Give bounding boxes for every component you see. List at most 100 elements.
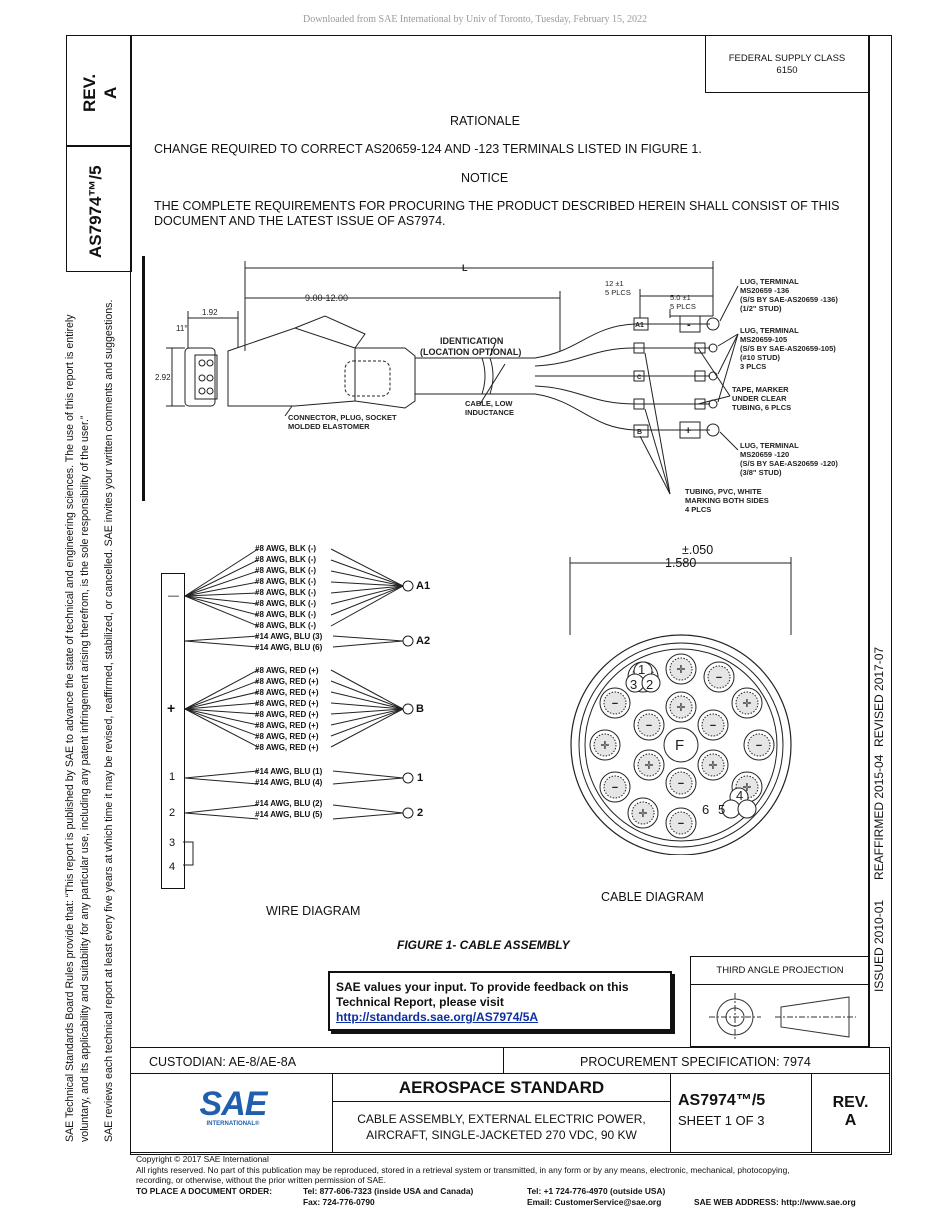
cable-small-5: 5 (718, 802, 725, 817)
wire-pin-minus: — (168, 590, 179, 602)
tag-A1: A1 (635, 322, 644, 329)
doc-number-cell: AS7974™/5 SHEET 1 OF 3 (670, 1073, 812, 1153)
cable-inner-conductor-core (637, 753, 661, 777)
cable-label-1: CABLE, LOW (465, 399, 513, 408)
dim-292: 2.92 (155, 373, 171, 382)
cable-inner-conductor-core (669, 771, 693, 795)
dim-50-plcs: 5 PLCS (670, 302, 696, 311)
footer-tel-usa: Tel: 877-606-7323 (inside USA and Canada… (303, 1186, 474, 1196)
cable-outer-conductor-polarity: ✛ (676, 664, 685, 676)
cable-inner-conductor-core (701, 753, 725, 777)
wire-label-a1-8: #8 AWG, BLK (-) (255, 621, 317, 630)
procurement-text: PROCUREMENT SPECIFICATION: 7974 (580, 1055, 811, 1069)
feedback-box: SAE values your input. To provide feedba… (328, 971, 672, 1031)
cable-outer-conductor-polarity: − (612, 698, 618, 710)
lug1-line-3: (S/S BY SAE-AS20659 -136) (740, 295, 838, 304)
footer-email[interactable]: Email: CustomerService@sae.org (527, 1197, 662, 1207)
cable-inner-conductor-polarity: ✛ (676, 702, 685, 714)
revision-bar (142, 256, 145, 501)
wire-label-a2-2: #14 AWG, BLU (6) (255, 643, 323, 652)
side-rev-value: A (101, 86, 120, 99)
feedback-line-1: SAE values your input. To provide feedba… (336, 980, 629, 994)
procurement-cell: PROCUREMENT SPECIFICATION: 7974 (503, 1047, 890, 1074)
cable-outer-conductor-polarity: − (678, 818, 684, 830)
footer-order-label: TO PLACE A DOCUMENT ORDER: (136, 1186, 273, 1196)
subtitle-1: CABLE ASSEMBLY, EXTERNAL ELECTRIC POWER, (357, 1112, 646, 1126)
board-rules-note-2: voluntary, and its applicability and sui… (79, 415, 91, 1142)
cable-outer-conductor-polarity: − (716, 672, 722, 684)
tag-C: C (637, 375, 642, 381)
cable-small-6: 6 (702, 802, 709, 817)
side-doc-number: AS7974™/5 (86, 165, 105, 258)
doc-number-box (66, 145, 132, 272)
wire-diagram-lines (183, 548, 414, 866)
footer-web[interactable]: SAE WEB ADDRESS: http://www.sae.org (694, 1197, 856, 1207)
tag-B: B (637, 429, 642, 436)
third-angle-label: THIRD ANGLE PROJECTION (716, 965, 844, 976)
cable-label-2: INDUCTANCE (465, 408, 514, 417)
status-issued: ISSUED 2010-01 (872, 899, 886, 992)
lug3-line-3: (S/S BY SAE-AS20659 -120) (740, 459, 838, 468)
wire-label-a1-1: #8 AWG, BLK (-) (255, 544, 317, 553)
footer-fax: Fax: 724-776-0790 (303, 1197, 375, 1207)
wire-label-2-2: #14 AWG, BLU (5) (255, 810, 323, 819)
dim-50: 5.0 ±1 (670, 293, 691, 302)
cable-inner-conductor-polarity: − (646, 720, 652, 732)
standard-title: AEROSPACE STANDARD (333, 1078, 670, 1102)
lug1-line-1: LUG, TERMINAL (740, 277, 799, 286)
status-strip-divider (868, 35, 870, 1047)
cable-inner-conductor-core (637, 713, 661, 737)
wire-label-a1-2: #8 AWG, BLK (-) (255, 555, 317, 564)
third-angle-symbol-box (690, 984, 870, 1047)
notice-text-1: THE COMPLETE REQUIREMENTS FOR PROCURING … (154, 199, 840, 213)
wire-label-b-8: #8 AWG, RED (+) (255, 743, 319, 752)
title-sheet: SHEET 1 OF 3 (678, 1113, 765, 1128)
cable-inner-conductor-polarity: − (710, 720, 716, 732)
status-reaffirmed: REAFFIRMED 2015-04 (872, 754, 886, 880)
feedback-link[interactable]: http://standards.sae.org/AS7974/5A (336, 1010, 539, 1024)
wire-label-a1-7: #8 AWG, BLK (-) (255, 610, 317, 619)
board-rules-note: SAE Technical Standards Board Rules prov… (64, 314, 76, 1142)
cable-inner-conductor-core (701, 713, 725, 737)
notice-text-2: DOCUMENT AND THE LATEST ISSUE OF AS7974. (154, 214, 446, 228)
wire-label-b-2: #8 AWG, RED (+) (255, 677, 319, 686)
sae-logo: SAE INTERNATIONAL® (198, 1087, 268, 1127)
title-cell: AEROSPACE STANDARD CABLE ASSEMBLY, EXTER… (332, 1073, 671, 1153)
wire-label-1-1: #14 AWG, BLU (1) (255, 767, 323, 776)
wire-pin-plus: + (167, 700, 176, 716)
cable-outer-conductor-core (747, 733, 771, 757)
wire-label-b-7: #8 AWG, RED (+) (255, 732, 319, 741)
tape-line-3: TUBING, 6 PLCS (732, 403, 791, 412)
wire-label-a1-4: #8 AWG, BLK (-) (255, 577, 317, 586)
cable-signal-wire (737, 799, 757, 819)
rev-cell: REV. A (811, 1073, 890, 1153)
cable-filler (663, 727, 699, 763)
feedback-line-2: Technical Report, please visit (336, 995, 504, 1009)
lug1-line-2: MS20659 -136 (740, 286, 789, 295)
federal-supply-class-label: FEDERAL SUPPLY CLASS (728, 53, 846, 64)
cable-outer-conductor-polarity: ✛ (600, 740, 609, 752)
dim-12: 12 ±1 (605, 279, 624, 288)
cable-outer-conductor-core (593, 733, 617, 757)
cable-outer-conductor-core (735, 691, 759, 715)
page-frame (130, 35, 892, 1155)
wire-label-a1-6: #8 AWG, BLK (-) (255, 599, 317, 608)
dim-angle: 11° (176, 324, 188, 333)
cable-inner-conductor-polarity: − (678, 778, 684, 790)
tubing-line-3: 4 PLCS (685, 505, 711, 514)
wire-label-b-1: #8 AWG, RED (+) (255, 666, 319, 675)
footer-rights-1: All rights reserved. No part of this pub… (136, 1164, 790, 1175)
dim-12-plcs: 5 PLCS (605, 288, 631, 297)
wire-label-1-2: #14 AWG, BLU (4) (255, 778, 323, 787)
cable-assembly-drawing: L 9.00-12.00 1.92 11° 2.92 12 ±1 5 PLCS … (155, 261, 838, 514)
wire-terminal-A1: A1 (416, 580, 431, 592)
third-angle-label-box: THIRD ANGLE PROJECTION (690, 956, 870, 985)
cable-inner-conductor-polarity: ✛ (644, 760, 653, 772)
wire-terminal-1: 1 (417, 772, 424, 784)
tubing-line-2: MARKING BOTH SIDES (685, 496, 769, 505)
dim-L: L (462, 263, 468, 273)
figure-caption: FIGURE 1- CABLE ASSEMBLY (397, 938, 570, 952)
federal-supply-class-box: FEDERAL SUPPLY CLASS 6150 (705, 35, 869, 93)
footer-tel-outside: Tel: +1 724-776-4970 (outside USA) (527, 1186, 666, 1196)
cable-small-2: 2 (646, 677, 653, 692)
